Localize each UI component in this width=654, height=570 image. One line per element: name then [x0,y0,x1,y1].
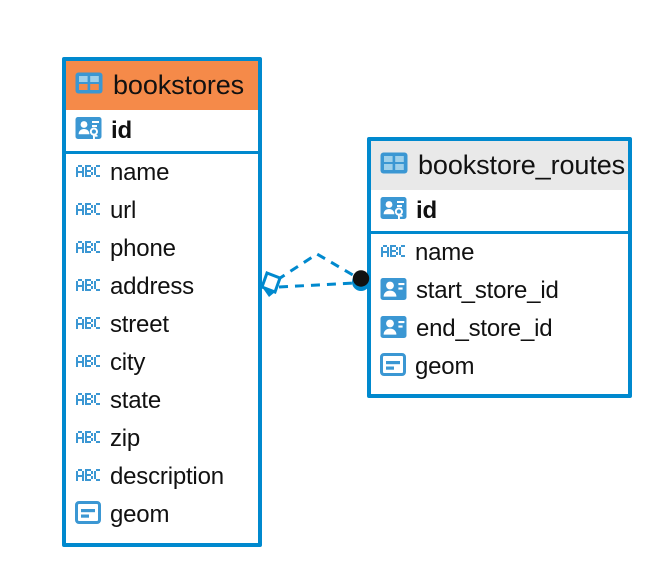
text-abc-icon [75,429,101,450]
text-abc-icon [75,239,101,260]
relationship-line-lower [278,281,356,289]
field-row[interactable]: start_store_id [371,272,628,310]
relationship-connector[interactable] [255,240,380,315]
field-row[interactable]: id [66,110,258,154]
text-abc-icon [75,163,101,184]
entity-header-bookstores[interactable]: bookstores [66,61,258,110]
primary-key-icon [75,116,102,145]
field-label: geom [110,501,170,528]
field-label: zip [110,425,141,452]
entity-title: bookstore_routes [418,150,626,180]
text-abc-icon [75,391,101,412]
field-label: street [110,311,169,338]
entity-header-bookstore-routes[interactable]: bookstore_routes [371,141,628,190]
field-row[interactable]: id [371,190,628,234]
field-row[interactable]: address [66,268,258,306]
text-abc-icon [380,243,406,264]
relationship-line-upper [276,252,359,282]
entity-bookstores[interactable]: bookstores id [62,57,262,547]
diamond-marker [260,271,282,297]
field-row[interactable]: geom [371,348,628,386]
field-label: description [110,463,224,490]
primary-key-icon [380,196,407,225]
table-icon [380,151,408,180]
field-label: id [416,196,437,224]
field-label: city [110,349,146,376]
field-label: end_store_id [416,315,553,342]
text-abc-icon [75,353,101,374]
field-row[interactable]: street [66,306,258,344]
field-label: url [110,197,137,224]
field-label: address [110,273,194,300]
field-row[interactable]: end_store_id [371,310,628,348]
field-row[interactable]: state [66,382,258,420]
foreign-key-icon [380,277,407,306]
field-row[interactable]: zip [66,420,258,458]
field-row[interactable]: name [66,154,258,192]
field-row[interactable]: name [371,234,628,272]
text-abc-icon [75,467,101,488]
geometry-icon [75,501,101,529]
entity-bookstore-routes[interactable]: bookstore_routes id [367,137,632,398]
field-label: geom [415,353,475,380]
field-row[interactable]: description [66,458,258,496]
field-label: name [110,159,170,186]
field-row[interactable]: geom [66,496,258,534]
text-abc-icon [75,201,101,222]
field-label: start_store_id [416,277,559,304]
foreign-key-icon [380,315,407,344]
field-label: name [415,239,475,266]
text-abc-icon [75,315,101,336]
field-row[interactable]: phone [66,230,258,268]
field-label: phone [110,235,176,262]
text-abc-icon [75,277,101,298]
entity-title: bookstores [113,70,245,100]
field-row[interactable]: city [66,344,258,382]
table-icon [75,71,103,100]
field-row[interactable]: url [66,192,258,230]
geometry-icon [380,353,406,381]
field-label: id [111,116,132,144]
filled-circle-marker [352,270,370,291]
field-label: state [110,387,162,414]
